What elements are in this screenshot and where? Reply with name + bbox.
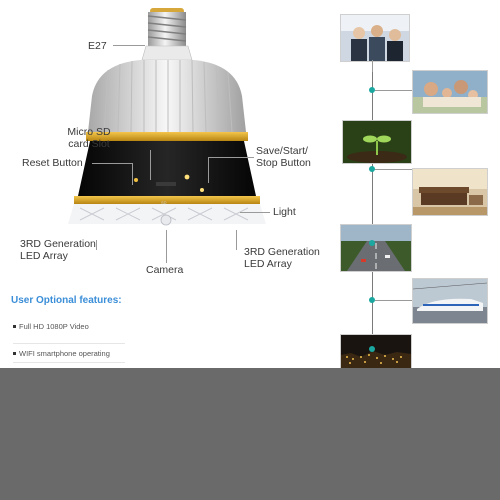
timeline-dot [369, 87, 375, 93]
timeline-connector [375, 169, 412, 170]
scene-sprout [342, 120, 412, 164]
feature-item-label: Full HD 1080P Video [19, 321, 89, 331]
feature-item: Full HD 1080P Video [13, 317, 125, 335]
feature-item-label: WIFI smartphone operating [19, 348, 110, 358]
timeline-connector [375, 300, 412, 301]
timeline-connector [375, 90, 412, 91]
features-title: User Optional features: [11, 295, 122, 306]
scene-bullet-train [412, 278, 488, 324]
e27-screw-base [141, 8, 193, 61]
sd-mark: SD [161, 200, 167, 205]
gold-ring-bottom [74, 196, 260, 204]
timeline-dot [369, 166, 375, 172]
finned-housing [88, 59, 246, 133]
reset-button-dot [134, 178, 138, 182]
label-led-array-right: 3RD Generation LED Array [244, 246, 320, 270]
light-led-left [184, 174, 190, 180]
feature-item: WIFI smartphone operating [13, 343, 125, 363]
led-array-diffuser [68, 204, 266, 226]
sd-slot [156, 182, 176, 186]
bullet-icon [13, 324, 16, 328]
camera-body [78, 141, 256, 196]
scene-family [412, 70, 488, 114]
timeline-connector [372, 60, 373, 72]
label-e27: E27 [88, 40, 107, 52]
timeline-line [372, 18, 373, 368]
label-reset-button: Reset Button [22, 157, 83, 169]
label-micro-sd: Micro SD card Slot [67, 126, 111, 150]
bullet-icon [13, 351, 16, 355]
bottom-gray-panel [0, 368, 500, 500]
scene-highway [340, 224, 412, 272]
bulb-camera-illustration: SD [68, 8, 266, 226]
timeline-dot [369, 346, 375, 352]
label-light: Light [273, 206, 296, 218]
label-led-array-left: 3RD Generation LED Array [20, 238, 96, 262]
label-save-start-stop: Save/Start/ Stop Button [256, 145, 311, 169]
scene-business-people [340, 14, 410, 62]
light-led-right [200, 188, 204, 192]
timeline-dot [369, 240, 375, 246]
scene-living-room [412, 168, 488, 216]
label-camera: Camera [146, 264, 184, 276]
gold-ring-top [86, 132, 248, 141]
scene-city-night [340, 334, 412, 370]
timeline-dot [369, 297, 375, 303]
